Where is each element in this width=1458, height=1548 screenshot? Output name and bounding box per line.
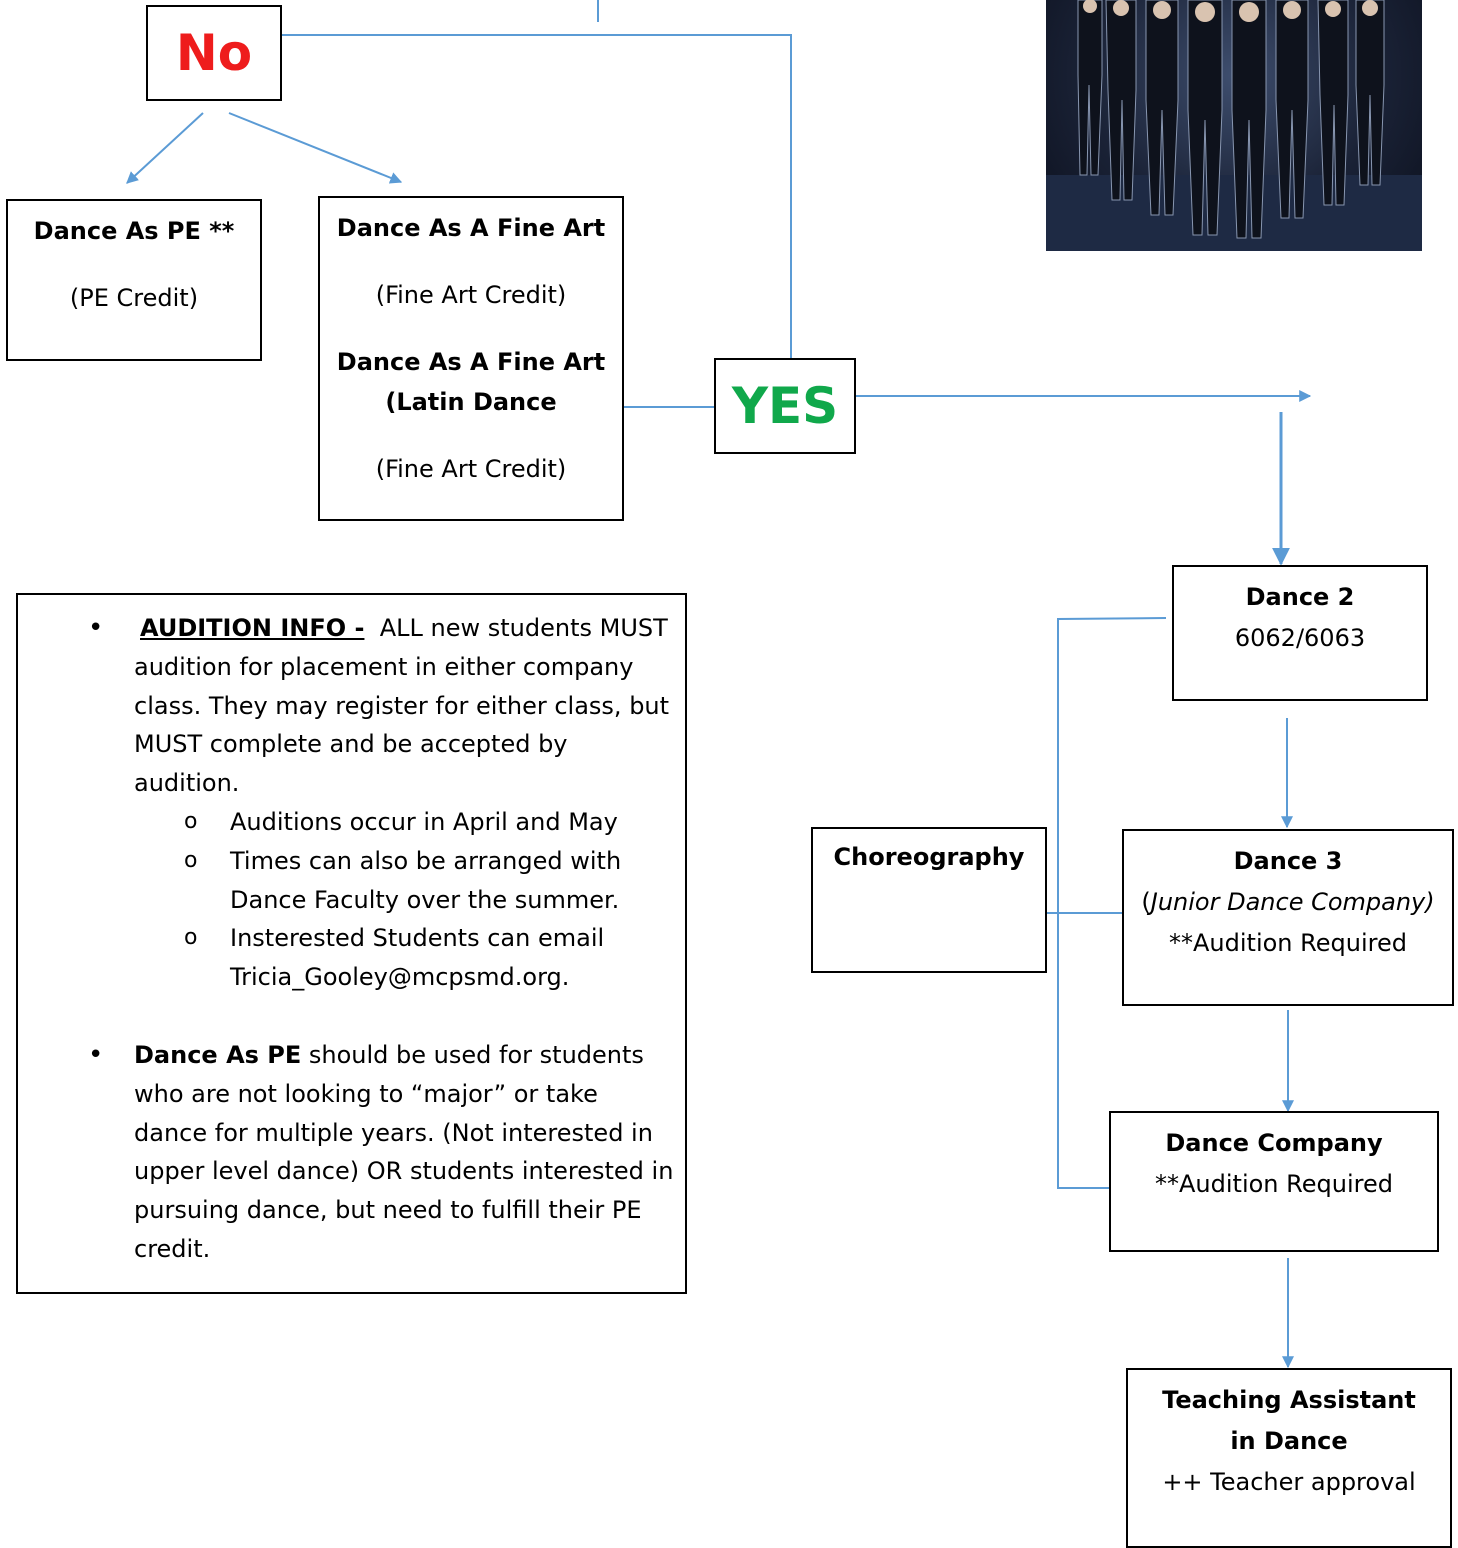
audition-info-box: AUDITION INFO - ALL new students MUST au… — [16, 593, 687, 1294]
dance-company-title: Dance Company — [1165, 1129, 1383, 1157]
teaching-assistant-title-line2: in Dance — [1230, 1426, 1348, 1455]
latin-dance-title-line1: Dance As A Fine Art — [336, 347, 606, 376]
dance-as-pe-info-item: Dance As PE should be used for students … — [18, 1036, 685, 1269]
audition-sub-item-summer: Times can also be arranged with Dance Fa… — [18, 842, 675, 920]
audition-info-heading: AUDITION INFO - — [140, 614, 365, 642]
dance-3-title: Dance 3 — [1233, 847, 1343, 875]
dance-3-subtitle-line: (Junior Dance Company) — [1124, 882, 1452, 923]
dance-2-title: Dance 2 — [1245, 583, 1355, 611]
audition-sub-list: Auditions occur in April and May Times c… — [18, 803, 675, 997]
dance-as-pe-box: Dance As PE ** (PE Credit) — [6, 199, 262, 361]
yes-decision-box: YES — [714, 358, 856, 454]
dance-2-course-code: 6062/6063 — [1234, 623, 1366, 652]
no-to-yes-line — [282, 34, 792, 358]
audition-sub-item-email: Insterested Students can email Tricia_Go… — [18, 919, 675, 997]
audition-info-text: ALL new students MUST audition for place… — [134, 614, 670, 798]
audition-info-item: AUDITION INFO - ALL new students MUST au… — [18, 609, 685, 997]
dance-as-pe-credit: (PE Credit) — [69, 283, 199, 312]
no-decision-box: No — [146, 5, 282, 101]
dance-3-box: Dance 3 (Junior Dance Company) **Auditio… — [1122, 829, 1454, 1006]
choreography-title: Choreography — [833, 843, 1025, 871]
latin-dance-title-line2: (Latin Dance — [385, 388, 557, 417]
no-to-pe-arrow — [126, 112, 204, 184]
no-to-fineart-arrow — [228, 112, 403, 184]
dance-fine-art-box: Dance As A Fine Art (Fine Art Credit) Da… — [318, 196, 624, 521]
dance-2-box: Dance 2 6062/6063 — [1172, 565, 1428, 701]
no-label: No — [175, 24, 253, 82]
fine-art-title: Dance As A Fine Art — [336, 214, 606, 242]
dancers-silhouette — [1046, 0, 1422, 251]
yes-label: YES — [731, 377, 839, 435]
choreography-bracket-line — [1057, 617, 1167, 1189]
choreography-box: Choreography — [811, 827, 1047, 973]
dance-3-subtitle-paren: ( — [1141, 887, 1151, 916]
dance-as-pe-info-bold: Dance As PE — [134, 1040, 302, 1069]
audition-sub-item-dates: Auditions occur in April and May — [18, 803, 675, 842]
dance-as-pe-info-text: should be used for students who are not … — [134, 1040, 674, 1263]
latin-dance-credit: (Fine Art Credit) — [375, 455, 567, 484]
dance-3-subtitle: Junior Dance Company) — [1150, 887, 1435, 916]
teaching-assistant-title-line1: Teaching Assistant — [1162, 1386, 1416, 1414]
teaching-assistant-box: Teaching Assistant in Dance ++ Teacher a… — [1126, 1368, 1452, 1548]
dance-as-pe-title: Dance As PE ** — [33, 217, 235, 245]
dance-company-photo — [1046, 0, 1422, 251]
fine-art-credit: (Fine Art Credit) — [375, 280, 567, 309]
dance-company-audition-note: **Audition Required — [1155, 1169, 1393, 1198]
dance-3-audition-note: **Audition Required — [1169, 928, 1407, 957]
dance-company-box: Dance Company **Audition Required — [1109, 1111, 1439, 1252]
info-list: AUDITION INFO - ALL new students MUST au… — [18, 595, 685, 1269]
teaching-assistant-note: ++ Teacher approval — [1162, 1467, 1416, 1496]
